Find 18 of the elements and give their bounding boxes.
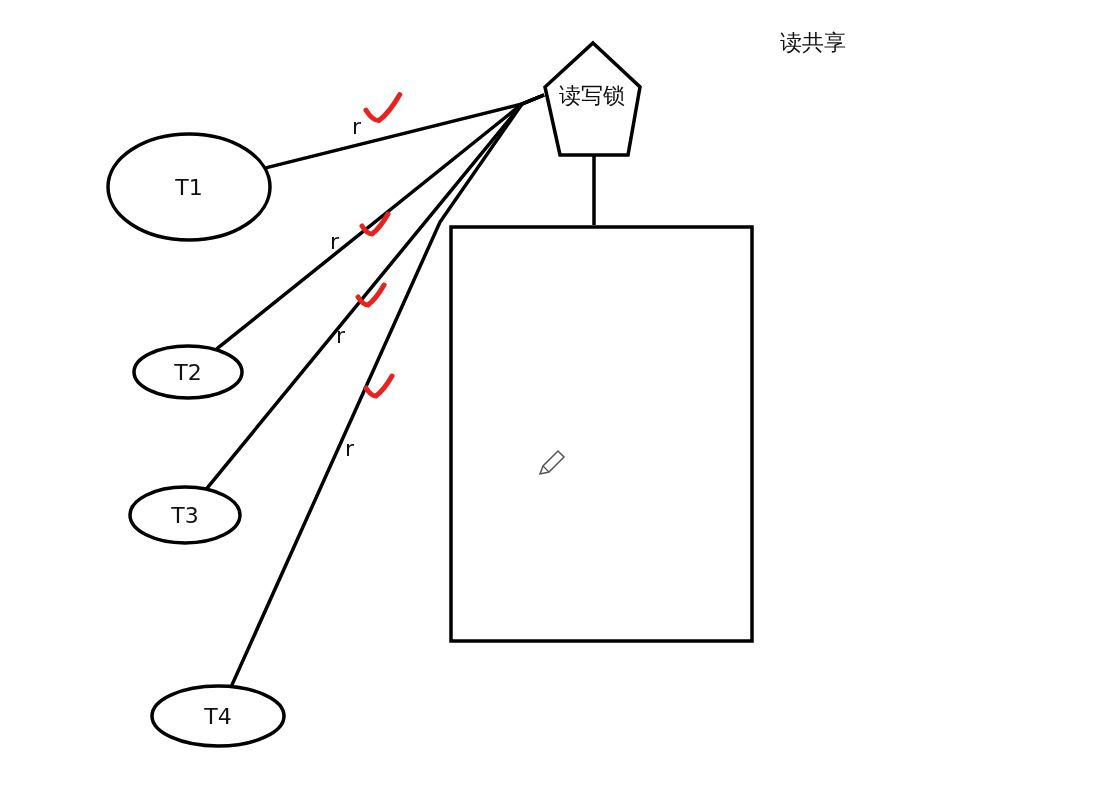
node-label: 读写锁: [559, 82, 625, 110]
note-text: 读共享: [780, 29, 846, 57]
edge-label: r: [345, 436, 355, 461]
ellipse: [106, 132, 272, 242]
pentagon: [540, 42, 644, 158]
node-label: T2: [174, 359, 202, 385]
connector-line: [592, 156, 596, 225]
ellipse: [150, 684, 286, 748]
node-label: T4: [204, 703, 232, 729]
edge-label: r: [352, 114, 362, 139]
node-label: T1: [175, 174, 203, 200]
edge-label: r: [330, 229, 340, 254]
node-label: T3: [171, 502, 199, 528]
ellipse: [132, 344, 244, 400]
rectangle: [449, 225, 754, 643]
ellipse: [128, 485, 242, 545]
connector-line: [230, 93, 545, 687]
edge-label: r: [336, 323, 346, 348]
